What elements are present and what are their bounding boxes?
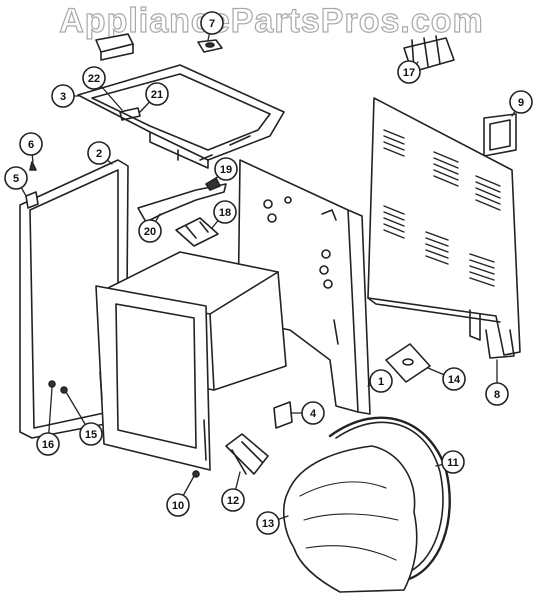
callout-circle-1 <box>369 369 393 393</box>
callout-19: 19 <box>213 157 238 181</box>
callout-number-21: 21 <box>151 89 163 101</box>
callout-16: 16 <box>36 387 60 456</box>
callout-circle-12 <box>221 488 245 512</box>
callout-9: 9 <box>509 90 533 117</box>
callout-number-7: 7 <box>209 18 215 30</box>
callout-circle-19 <box>214 157 238 181</box>
callout-circle-9 <box>509 90 533 114</box>
part-10-screw <box>192 470 200 478</box>
part-9-bracket <box>483 113 517 157</box>
callout-number-5: 5 <box>13 173 19 185</box>
part-16-screw <box>48 380 56 388</box>
callout-circle-17 <box>397 60 421 84</box>
callout-2: 2 <box>87 141 113 165</box>
callout-3: 3 <box>51 84 79 108</box>
callout-20: 20 <box>138 213 162 243</box>
callout-circle-22 <box>82 66 106 90</box>
callout-circle-20 <box>138 219 162 243</box>
callout-14: 14 <box>427 367 466 391</box>
part-12-hinge <box>225 433 269 475</box>
part-8-rear-panel <box>367 97 521 359</box>
callout-number-15: 15 <box>85 429 97 441</box>
callout-circle-21 <box>145 82 169 106</box>
callout-18: 18 <box>211 200 237 229</box>
callout-number-10: 10 <box>172 500 184 512</box>
callout-circle-16 <box>36 432 60 456</box>
callout-7: 7 <box>200 11 224 41</box>
callout-number-12: 12 <box>227 495 239 507</box>
callout-circle-5 <box>4 166 28 190</box>
part-3-top-panel <box>77 64 285 169</box>
callout-6: 6 <box>19 132 43 163</box>
callout-number-17: 17 <box>403 67 415 79</box>
callout-number-1: 1 <box>378 376 384 388</box>
callout-17: 17 <box>397 60 421 84</box>
part-13-insulation <box>282 445 418 593</box>
callout-number-3: 3 <box>60 91 66 103</box>
part-19-clip <box>205 177 221 191</box>
callout-number-2: 2 <box>96 148 102 160</box>
callout-number-9: 9 <box>518 97 524 109</box>
callout-circle-3 <box>51 84 75 108</box>
callout-circle-13 <box>256 511 280 535</box>
watermark-text: AppliancePartsPros.com <box>59 1 484 40</box>
callout-number-16: 16 <box>42 439 54 451</box>
part-7-grommet <box>197 39 223 53</box>
callout-circle-4 <box>301 401 325 425</box>
part-4-hinge-receiver <box>273 401 293 429</box>
callout-circle-8 <box>485 382 509 406</box>
part-18-bracket <box>175 217 219 247</box>
callout-circle-7 <box>200 11 224 35</box>
callout-circle-10 <box>166 493 190 517</box>
callout-10: 10 <box>166 475 195 517</box>
callout-circle-14 <box>442 367 466 391</box>
callout-circle-6 <box>19 132 43 156</box>
callout-number-8: 8 <box>494 389 500 401</box>
callout-22: 22 <box>82 66 123 111</box>
callout-8: 8 <box>485 359 509 406</box>
callout-circle-11 <box>441 450 465 474</box>
callout-number-18: 18 <box>219 207 231 219</box>
callout-1: 1 <box>367 369 393 393</box>
part-14-bracket <box>385 343 431 383</box>
callout-number-19: 19 <box>220 164 232 176</box>
oven-cavity <box>95 251 287 471</box>
callout-11: 11 <box>435 450 465 474</box>
callout-number-14: 14 <box>448 374 461 386</box>
part-6-screw <box>29 161 37 171</box>
callout-number-13: 13 <box>262 518 274 530</box>
part-15-screw <box>60 386 68 394</box>
callout-15: 15 <box>65 391 103 446</box>
part-5-knob <box>25 191 39 209</box>
callout-4: 4 <box>290 401 325 425</box>
callout-number-6: 6 <box>28 139 34 151</box>
callout-circle-2 <box>87 141 111 165</box>
callout-number-22: 22 <box>88 73 100 85</box>
callout-12: 12 <box>221 471 245 512</box>
part-top-left-block <box>95 33 134 61</box>
callout-circle-15 <box>79 422 103 446</box>
callout-circle-18 <box>213 200 237 224</box>
callout-13: 13 <box>256 511 289 535</box>
callout-number-20: 20 <box>144 226 156 238</box>
callout-number-4: 4 <box>310 408 317 420</box>
callout-5: 5 <box>4 166 28 197</box>
callout-21: 21 <box>139 82 169 113</box>
callout-number-11: 11 <box>447 457 459 469</box>
